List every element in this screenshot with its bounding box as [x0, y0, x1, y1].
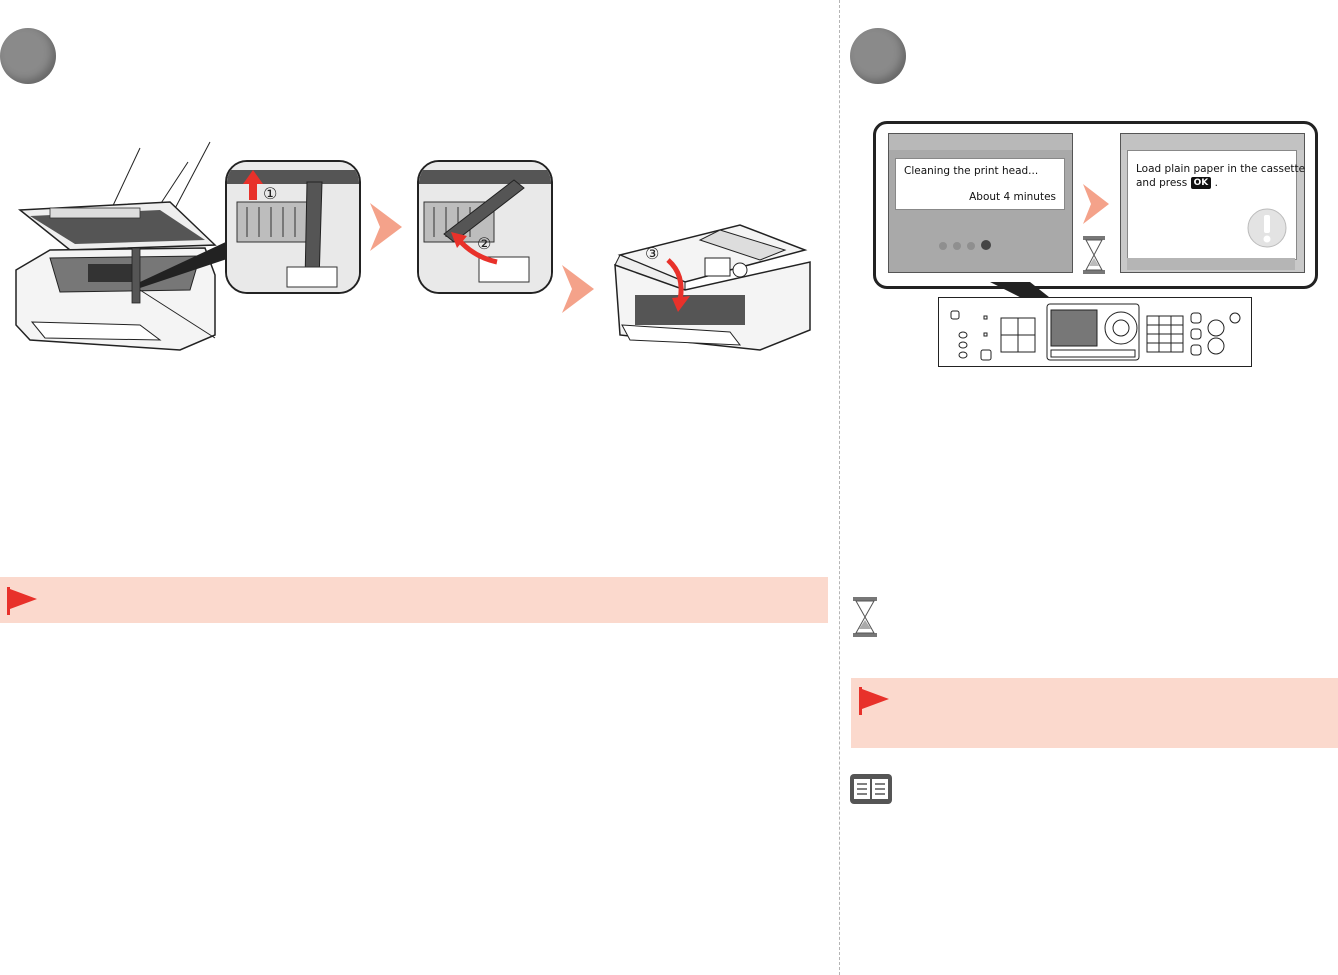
load-paper-text-line2: and press OK .	[1136, 177, 1218, 189]
cleaning-status-text: Cleaning the print head...	[904, 165, 1039, 177]
zoom-wedge	[140, 240, 230, 288]
chevron-right-icon	[370, 203, 402, 251]
chevron-right-icon	[1083, 184, 1109, 224]
caution-banner-left	[0, 577, 828, 623]
flag-icon	[7, 587, 37, 615]
manual-book-icon	[850, 774, 892, 804]
callout-3: ③	[645, 244, 660, 263]
hourglass-icon	[853, 597, 877, 637]
printer-closed-illustration	[614, 224, 811, 351]
flag-icon	[859, 687, 889, 715]
caution-banner-right	[851, 678, 1338, 748]
hourglass-icon	[1083, 236, 1105, 274]
progress-dots	[939, 235, 992, 254]
column-divider	[839, 0, 840, 975]
cleaning-message-box: Cleaning the print head... About 4 minut…	[895, 158, 1065, 210]
chevron-right-icon	[562, 265, 594, 313]
callout-2: ②	[477, 234, 492, 253]
detail-bubble-lift-lid: ①	[225, 160, 361, 294]
step-number-right	[850, 28, 906, 84]
operation-panel	[938, 297, 1252, 367]
detail-bubble-press-lever: ②	[417, 160, 553, 294]
ok-key-badge: OK	[1190, 177, 1212, 189]
lcd-callout-frame: Cleaning the print head... About 4 minut…	[873, 121, 1318, 289]
lcd-screen-load-paper: Load plain paper in the cassette and pre…	[1120, 133, 1305, 273]
cleaning-time-text: About 4 minutes	[969, 191, 1056, 203]
exclamation-icon	[1247, 208, 1287, 248]
callout-1: ①	[263, 184, 278, 203]
step-number-left	[0, 28, 56, 84]
load-paper-text-line1: Load plain paper in the cassette	[1136, 163, 1306, 175]
load-paper-message-box: Load plain paper in the cassette and pre…	[1127, 150, 1305, 260]
lcd-screen-cleaning: Cleaning the print head... About 4 minut…	[888, 133, 1073, 273]
